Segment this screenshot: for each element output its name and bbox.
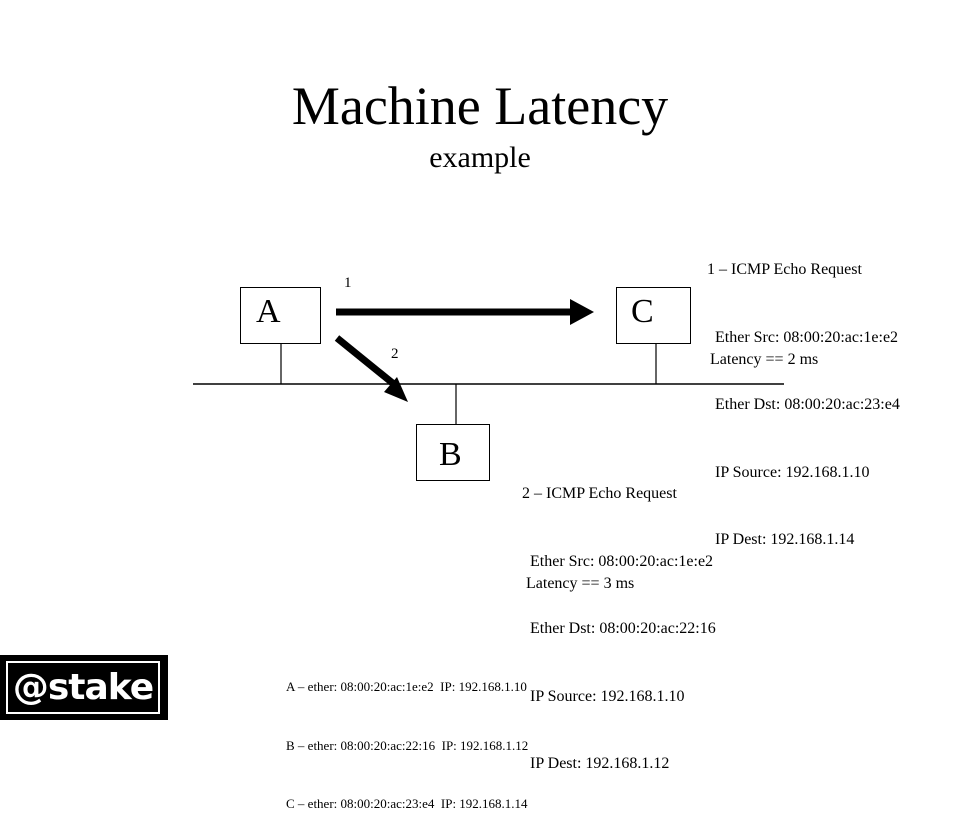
slide-title: Machine Latency bbox=[291, 76, 669, 136]
packet-2-details: 2 – ICMP Echo Request Ether Src: 08:00:2… bbox=[522, 438, 716, 798]
atstake-logo: @stake bbox=[0, 655, 168, 720]
machine-b-label: B bbox=[439, 436, 462, 473]
host-c-address: C – ether: 08:00:20:ac:23:e4 IP: 192.168… bbox=[286, 796, 528, 811]
packet-2-ether-src: Ether Src: 08:00:20:ac:1e:e2 bbox=[522, 552, 714, 570]
packet-1-details: 1 – ICMP Echo Request Ether Src: 08:00:2… bbox=[707, 214, 900, 574]
packet-2-ip-src: IP Source: 192.168.1.10 bbox=[522, 687, 685, 705]
packet-1-ether-dst: Ether Dst: 08:00:20:ac:23:e4 bbox=[707, 396, 900, 413]
arrow-2-head bbox=[384, 377, 408, 402]
packet-2-ip-dst: IP Dest: 192.168.1.12 bbox=[522, 755, 670, 772]
arrow-1-head bbox=[570, 299, 594, 325]
packet-1-header: 1 – ICMP Echo Request bbox=[707, 261, 862, 278]
host-a-address: A – ether: 08:00:20:ac:1e:e2 IP: 192.168… bbox=[286, 679, 527, 694]
packet-2-latency: Latency == 3 ms bbox=[526, 575, 635, 592]
host-b-address: B – ether: 08:00:20:ac:22:16 IP: 192.168… bbox=[286, 737, 529, 753]
packet-1-ether-src: Ether Src: 08:00:20:ac:1e:e2 bbox=[707, 328, 899, 346]
machine-a-box: A bbox=[240, 287, 321, 344]
atstake-logo-text: @stake bbox=[6, 661, 160, 714]
packet-2-ether-dst: Ether Dst: 08:00:20:ac:22:16 bbox=[522, 620, 716, 637]
machine-c-box: C bbox=[616, 287, 691, 344]
machine-a-label: A bbox=[256, 293, 281, 330]
arrow-1-label: 1 bbox=[344, 275, 352, 291]
host-address-list: A – ether: 08:00:20:ac:1e:e2 IP: 192.168… bbox=[286, 638, 528, 833]
packet-1-latency: Latency == 2 ms bbox=[710, 351, 819, 368]
network-diagram bbox=[193, 299, 784, 424]
machine-c-label: C bbox=[631, 293, 654, 330]
packet-1-ip-src: IP Source: 192.168.1.10 bbox=[707, 463, 870, 481]
slide-subtitle: example bbox=[429, 141, 531, 174]
machine-b-box: B bbox=[416, 424, 490, 481]
arrow-2-label: 2 bbox=[391, 346, 399, 362]
packet-2-header: 2 – ICMP Echo Request bbox=[522, 485, 677, 502]
arrow-2-shaft bbox=[334, 335, 398, 388]
packet-1-ip-dst: IP Dest: 192.168.1.14 bbox=[707, 531, 855, 548]
